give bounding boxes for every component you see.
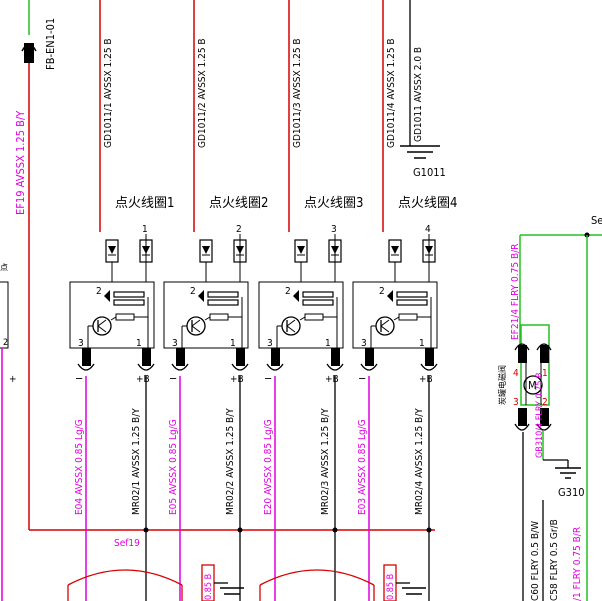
coil-bottom-wire-right: MR02/1 AVSSX 1.25 B/Y bbox=[131, 408, 142, 515]
se-label: Se bbox=[591, 214, 602, 227]
pin-connector-icon bbox=[236, 348, 245, 366]
coil-title: 点火线圈2 bbox=[209, 196, 268, 211]
motor-title: 炭罐电磁阀 bbox=[497, 365, 507, 405]
coil-top-wire-label: GD1011/2 AVSSX 1.25 B bbox=[197, 38, 208, 148]
pin-connector-icon bbox=[425, 348, 434, 366]
pin-connector-icon bbox=[331, 348, 340, 366]
svg-text:4: 4 bbox=[513, 368, 519, 379]
fuse-connector-icon bbox=[24, 43, 34, 63]
ground-label: G1011 bbox=[413, 166, 446, 179]
coil-bottom-wire-left: E04 AVSSX 0.85 Lg/G bbox=[74, 419, 85, 515]
svg-text:2: 2 bbox=[190, 286, 196, 297]
svg-text:+B: +B bbox=[325, 374, 339, 385]
motor-icon bbox=[523, 375, 543, 395]
coil-pin-top: 2 bbox=[236, 224, 242, 235]
svg-text:1: 1 bbox=[136, 338, 142, 349]
coil-title: 点火线圈1 bbox=[115, 196, 174, 211]
svg-text:M: M bbox=[528, 379, 537, 392]
bottom-wire-c58: C58 FLRY 0.5 Gr/B bbox=[549, 519, 560, 601]
coil-bottom-wire-left: E03 AVSSX 0.85 Lg/G bbox=[357, 419, 368, 515]
svg-text:1: 1 bbox=[325, 338, 331, 349]
svg-text:−: − bbox=[264, 372, 272, 385]
svg-text:+B: +B bbox=[419, 374, 433, 385]
coil-pin-top: 1 bbox=[142, 224, 148, 235]
right-section: Se EF21/4 FLRY 0.75 B/R M 4 1 3 2 炭罐电磁阀 … bbox=[497, 214, 602, 601]
bottom-components: 0.85 B 0.85 B bbox=[67, 564, 426, 601]
left-wire-label: EF19 AVSSX 1.25 B/Y bbox=[14, 110, 27, 215]
connector-label: FB-EN1-01 bbox=[44, 18, 57, 70]
coil-top-wire-label: GD1011/4 AVSSX 1.25 B bbox=[386, 38, 397, 148]
coil-top-wire-label: GD1011/3 AVSSX 1.25 B bbox=[292, 38, 303, 148]
svg-text:+: + bbox=[9, 374, 17, 385]
pin-connector-icon bbox=[540, 408, 549, 426]
svg-text:3: 3 bbox=[361, 338, 367, 349]
bottom-wire-c60: C60 FLRY 0.5 B/W bbox=[530, 521, 541, 601]
ef21-wire-label: EF21/4 FLRY 0.75 B/R bbox=[510, 244, 521, 340]
coil-title: 点火线圈4 bbox=[398, 196, 457, 211]
svg-text:2: 2 bbox=[285, 286, 291, 297]
svg-text:1: 1 bbox=[419, 338, 425, 349]
svg-text:−: − bbox=[169, 372, 177, 385]
svg-text:−: − bbox=[75, 372, 83, 385]
coil-pin-top: 4 bbox=[425, 224, 431, 235]
ignition-coil-2: GD1011/2 AVSSX 1.25 B 点火线圈2 2 2 3 1 − +B E05 AVS… bbox=[163, 0, 268, 601]
ignition-coil-4: GD1011/4 AVSSX 1.25 B 点火线圈4 4 2 3 1 − +B E03 AVS… bbox=[352, 0, 457, 601]
pin-connector-icon bbox=[142, 348, 151, 366]
ignition-coil-3: GD1011/3 AVSSX 1.25 B 点火线圈3 3 2 3 1 − +B E20 AVS… bbox=[258, 0, 363, 601]
coil-bottom-wire-left: E05 AVSSX 0.85 Lg/G bbox=[168, 419, 179, 515]
pin-connector-icon bbox=[176, 348, 185, 366]
sef-label: Sef19 bbox=[114, 538, 140, 549]
ground-wire-label: GD1011 AVSSX 2.0 B bbox=[413, 47, 424, 142]
svg-text:2: 2 bbox=[379, 286, 385, 297]
svg-text:3: 3 bbox=[172, 338, 178, 349]
canister-valve-box bbox=[520, 324, 550, 406]
coil-module-box bbox=[258, 281, 344, 349]
left-column: FB-EN1-01 EF19 AVSSX 1.25 B/Y 2 + 点 Sef1… bbox=[0, 0, 435, 601]
gb310-wire-label: GB310/4 FLRY 0.75 B bbox=[535, 372, 545, 458]
ground-g310-label: G310 bbox=[558, 486, 585, 499]
transistor-icon bbox=[186, 316, 206, 336]
coil-bottom-wire-right: MR02/3 AVSSX 1.25 B/Y bbox=[320, 408, 331, 515]
pin-connector-icon bbox=[365, 348, 374, 366]
coil-top-wire-label: GD1011/1 AVSSX 1.25 B bbox=[103, 38, 114, 148]
pin-connector-icon bbox=[540, 345, 549, 363]
transistor-icon bbox=[375, 316, 395, 336]
svg-text:3: 3 bbox=[513, 397, 519, 408]
pin-connector-icon bbox=[518, 345, 527, 363]
svg-text:−: − bbox=[358, 372, 366, 385]
bottom-wire-flry: /1 FLRY 0.75 B/R bbox=[572, 527, 583, 601]
pin-connector-icon bbox=[82, 348, 91, 366]
coil-bottom-wire-right: MR02/2 AVSSX 1.25 B/Y bbox=[225, 408, 236, 515]
svg-text:0.85 B: 0.85 B bbox=[386, 574, 396, 600]
coil-module-box bbox=[163, 281, 249, 349]
coil-bottom-wire-left: E20 AVSSX 0.85 Lg/G bbox=[263, 419, 274, 515]
coil-bottom-wire-right: MR02/4 AVSSX 1.25 B/Y bbox=[414, 408, 425, 515]
svg-text:+B: +B bbox=[230, 374, 244, 385]
ignition-coil-1: GD1011/1 AVSSX 1.25 B 点火线圈1 1 2 3 1 − +B E04 AVS… bbox=[69, 0, 174, 601]
pin-connector-icon bbox=[518, 408, 527, 426]
svg-text:3: 3 bbox=[78, 338, 84, 349]
svg-text:+B: +B bbox=[136, 374, 150, 385]
ignition-coils: GD1011/1 AVSSX 1.25 B 点火线圈1 1 2 3 1 − +B E04 AVS… bbox=[69, 0, 457, 601]
transistor-icon bbox=[281, 316, 301, 336]
ground-g1011: GD1011 AVSSX 2.0 B G1011 bbox=[400, 0, 446, 179]
svg-text:3: 3 bbox=[267, 338, 273, 349]
coil-pin-top: 3 bbox=[331, 224, 337, 235]
svg-text:点: 点 bbox=[0, 263, 8, 272]
svg-text:2: 2 bbox=[542, 397, 548, 408]
svg-text:1: 1 bbox=[230, 338, 236, 349]
transistor-icon bbox=[92, 316, 112, 336]
svg-text:0.85 B: 0.85 B bbox=[204, 574, 214, 600]
coil-title: 点火线圈3 bbox=[304, 196, 363, 211]
coil-module-box bbox=[352, 281, 438, 349]
svg-text:2: 2 bbox=[3, 338, 8, 348]
pin-connector-icon bbox=[271, 348, 280, 366]
coil-module-box bbox=[69, 281, 155, 349]
svg-text:2: 2 bbox=[96, 286, 102, 297]
svg-text:1: 1 bbox=[542, 368, 548, 379]
